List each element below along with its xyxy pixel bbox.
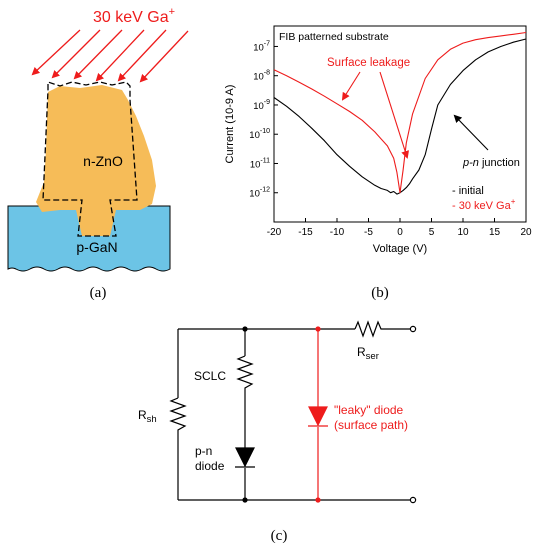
- p-gan-substrate: [7, 205, 171, 272]
- x-tick-label-4: 0: [397, 227, 403, 238]
- surface-leakage-arrow-1: [341, 71, 361, 101]
- surface-leakage-label: Surface leakage: [327, 57, 410, 69]
- sclc-resistor: [236, 355, 254, 390]
- panel-c-labels: Rser Rsh SCLC p-n diode "leaky" diode (s…: [138, 345, 408, 544]
- rser-resistor: [354, 320, 384, 338]
- y-tick-label-1: 10-11: [250, 157, 270, 170]
- n-zno-label: n-ZnO: [83, 153, 123, 169]
- pn-junction-label: p-n junction: [462, 157, 520, 169]
- chart-title: FIB patterned substrate: [279, 31, 389, 43]
- x-tick-label-8: 20: [520, 227, 532, 238]
- surface-leakage-arrow-2: [379, 71, 409, 159]
- y-axis: 10-12 10-11 10-10 10-9 10-8 10-7: [249, 40, 278, 200]
- legend-initial: - initial: [452, 185, 484, 197]
- beam-label: 30 keV Ga+: [93, 6, 175, 26]
- x-tick-label-7: 15: [489, 227, 501, 238]
- series-group: [273, 31, 527, 195]
- p-gan-label: p-GaN: [76, 239, 117, 255]
- legend-ga: - 30 keV Ga+: [452, 197, 516, 212]
- series-line-1: [273, 31, 527, 194]
- ion-beam-arrows: [31, 29, 189, 83]
- pn-diode-symbol: [235, 447, 255, 468]
- original-pillar-outline: [42, 81, 138, 237]
- leaky-label-1: "leaky" diode: [334, 403, 404, 417]
- y-tick-label-2: 10-10: [249, 128, 270, 141]
- y-tick-label-0: 10-12: [249, 187, 270, 200]
- x-axis-label: Voltage (V): [373, 243, 427, 255]
- pn-junction-arrow: [453, 114, 489, 151]
- rsh-resistor: [169, 397, 187, 434]
- x-tick-label-5: 5: [429, 227, 435, 238]
- caption-c: (c): [271, 528, 288, 544]
- x-tick-label-2: -10: [330, 227, 345, 238]
- x-tick-label-6: 10: [457, 227, 469, 238]
- pn-diode-label-1: p-n: [195, 444, 212, 458]
- leaky-diode-symbol: [308, 406, 328, 427]
- panel-c-circuit: [169, 320, 417, 504]
- pn-diode-label-2: diode: [195, 459, 225, 473]
- panel-b-chart: 10-12 10-11 10-10 10-9 10-8 10-7 -20 -15 -10 -5 0…: [224, 25, 532, 301]
- x-axis: -20 -15 -10 -5 0 5 10 15 20: [267, 218, 532, 238]
- y-axis-label: Current (10-9 A): [224, 85, 236, 164]
- panel-a: 30 keV Ga+ n-ZnO p-GaN (a): [7, 6, 189, 301]
- x-tick-label-3: -5: [364, 227, 373, 238]
- leaky-label-2: (surface path): [334, 418, 408, 432]
- rser-label: Rser: [357, 345, 379, 362]
- x-tick-label-0: -20: [267, 227, 282, 238]
- caption-a: (a): [90, 285, 107, 301]
- y-tick-label-5: 10-7: [253, 40, 270, 53]
- x-tick-label-1: -15: [298, 227, 313, 238]
- n-zno-layer: [36, 85, 156, 236]
- y-tick-label-4: 10-8: [253, 70, 270, 83]
- caption-b: (b): [371, 285, 389, 301]
- y-tick-label-3: 10-9: [253, 99, 270, 112]
- rsh-label: Rsh: [138, 408, 157, 425]
- sclc-label: SCLC: [194, 369, 226, 383]
